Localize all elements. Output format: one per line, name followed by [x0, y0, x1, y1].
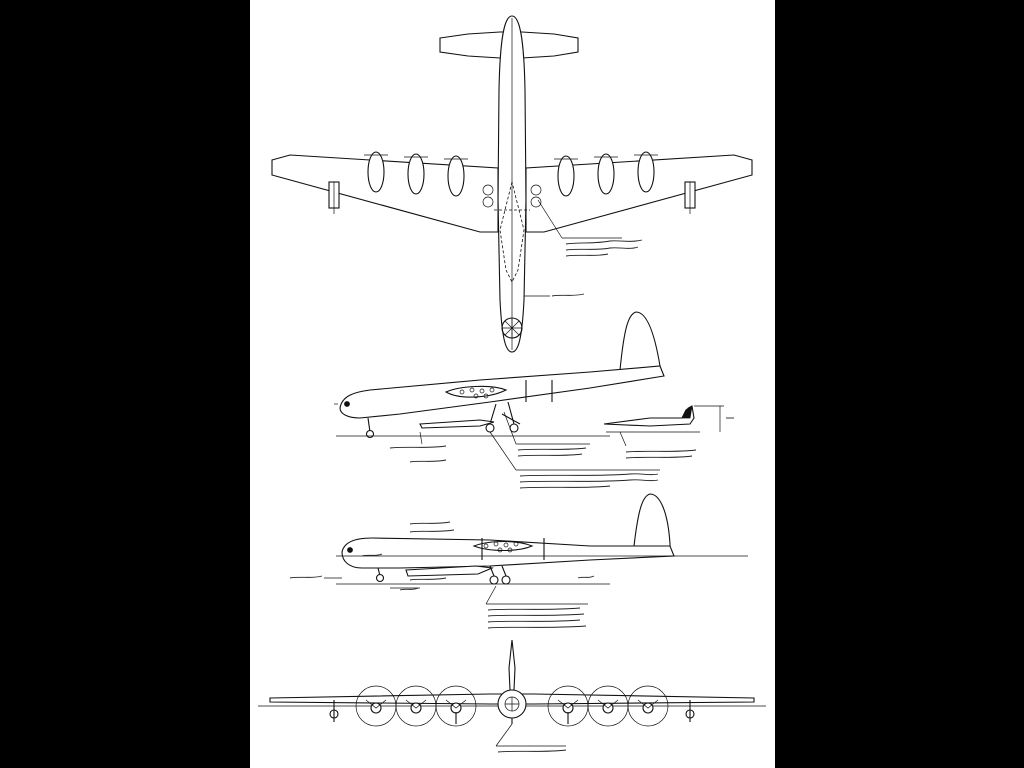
- side-view-upper-annotations: [389, 411, 697, 489]
- side-view-free-fighter: [603, 405, 734, 433]
- top-view-wing: [271, 154, 499, 233]
- side-view-upper-parasite-fighter: [419, 419, 495, 429]
- side-view-lower-fin: [633, 493, 671, 553]
- side-view-lower-annotations: [289, 521, 595, 629]
- three-view-drawing: [258, 15, 766, 753]
- top-view-annotations: [524, 199, 643, 297]
- side-view-lower-parasite-fighter: [405, 565, 495, 577]
- front-view-annotations: [495, 723, 567, 753]
- side-view-lower-wing: [472, 540, 534, 552]
- front-view-fin: [508, 639, 516, 691]
- side-view-upper-wing: [444, 385, 508, 398]
- side-view-upper: [334, 311, 734, 489]
- front-view-prop-discs: [355, 685, 669, 727]
- front-view: [258, 639, 766, 753]
- front-view-jet-pods: [329, 700, 695, 722]
- side-view-lower: [289, 493, 748, 629]
- drawing-sheet: [250, 0, 775, 768]
- side-view-upper-wing-details: [459, 387, 495, 399]
- top-view-engines: [364, 151, 658, 197]
- top-view: [271, 15, 753, 353]
- side-view-upper-fin: [619, 311, 661, 375]
- top-view-wing-right: [525, 154, 753, 233]
- front-view-landing-gear: [455, 712, 569, 724]
- top-view-nose-glazing: [501, 317, 523, 339]
- top-view-jet-pods: [328, 181, 696, 214]
- top-view-parasite-fighter: [482, 181, 542, 283]
